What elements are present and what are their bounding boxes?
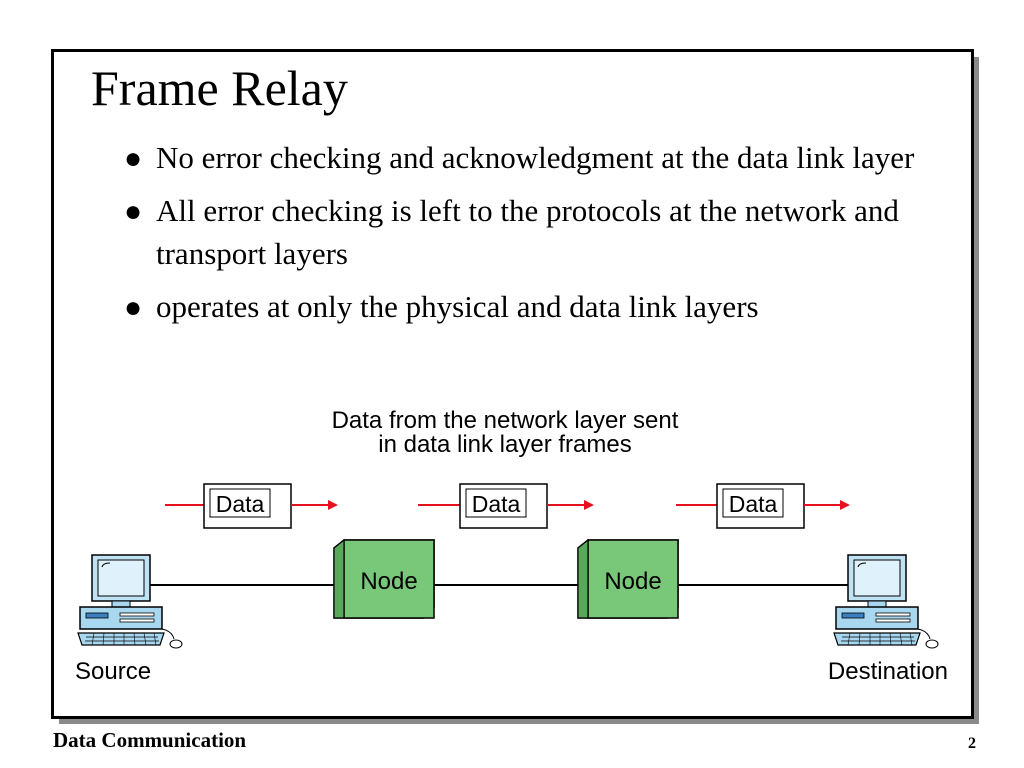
bullet-text: All error checking is left to the protoc… (156, 193, 899, 271)
bullet-text: No error checking and acknowledgment at … (156, 140, 915, 175)
bullet-dot-icon: ● (124, 142, 143, 175)
bullet-text: operates at only the physical and data l… (156, 289, 759, 324)
data-frame-label: Data (472, 491, 521, 517)
footer-page-number: 2 (968, 735, 976, 752)
bullet-dot-icon: ● (124, 291, 143, 324)
node-box: Node (333, 538, 435, 619)
data-frame-label: Data (729, 491, 778, 517)
diagram-caption-line-2: in data link layer frames (378, 431, 631, 458)
bullet-list: ● No error checking and acknowledgment at… (124, 136, 924, 338)
bullet-item: ● No error checking and acknowledgment at… (124, 136, 924, 179)
source-computer-icon (77, 554, 183, 649)
slide-title: Frame Relay (91, 60, 348, 116)
data-frame: Data (716, 483, 805, 529)
node-label: Node (360, 568, 417, 595)
source-label: Source (75, 658, 151, 685)
node-box: Node (577, 538, 679, 619)
destination-computer-icon (833, 554, 939, 649)
bullet-dot-icon: ● (124, 195, 143, 228)
destination-label: Destination (828, 658, 948, 685)
node-label: Node (604, 568, 661, 595)
slide: Frame Relay ● No error checking and ackno… (51, 49, 974, 719)
data-frame: Data (459, 483, 548, 529)
footer-course-title: Data Communication (53, 728, 247, 752)
bullet-item: ● All error checking is left to the proto… (124, 189, 924, 275)
data-frame: Data (203, 483, 292, 529)
diagram-caption-line-1: Data from the network layer sent (332, 407, 679, 434)
bullet-item: ● operates at only the physical and data … (124, 285, 924, 328)
data-frame-label: Data (216, 491, 265, 517)
